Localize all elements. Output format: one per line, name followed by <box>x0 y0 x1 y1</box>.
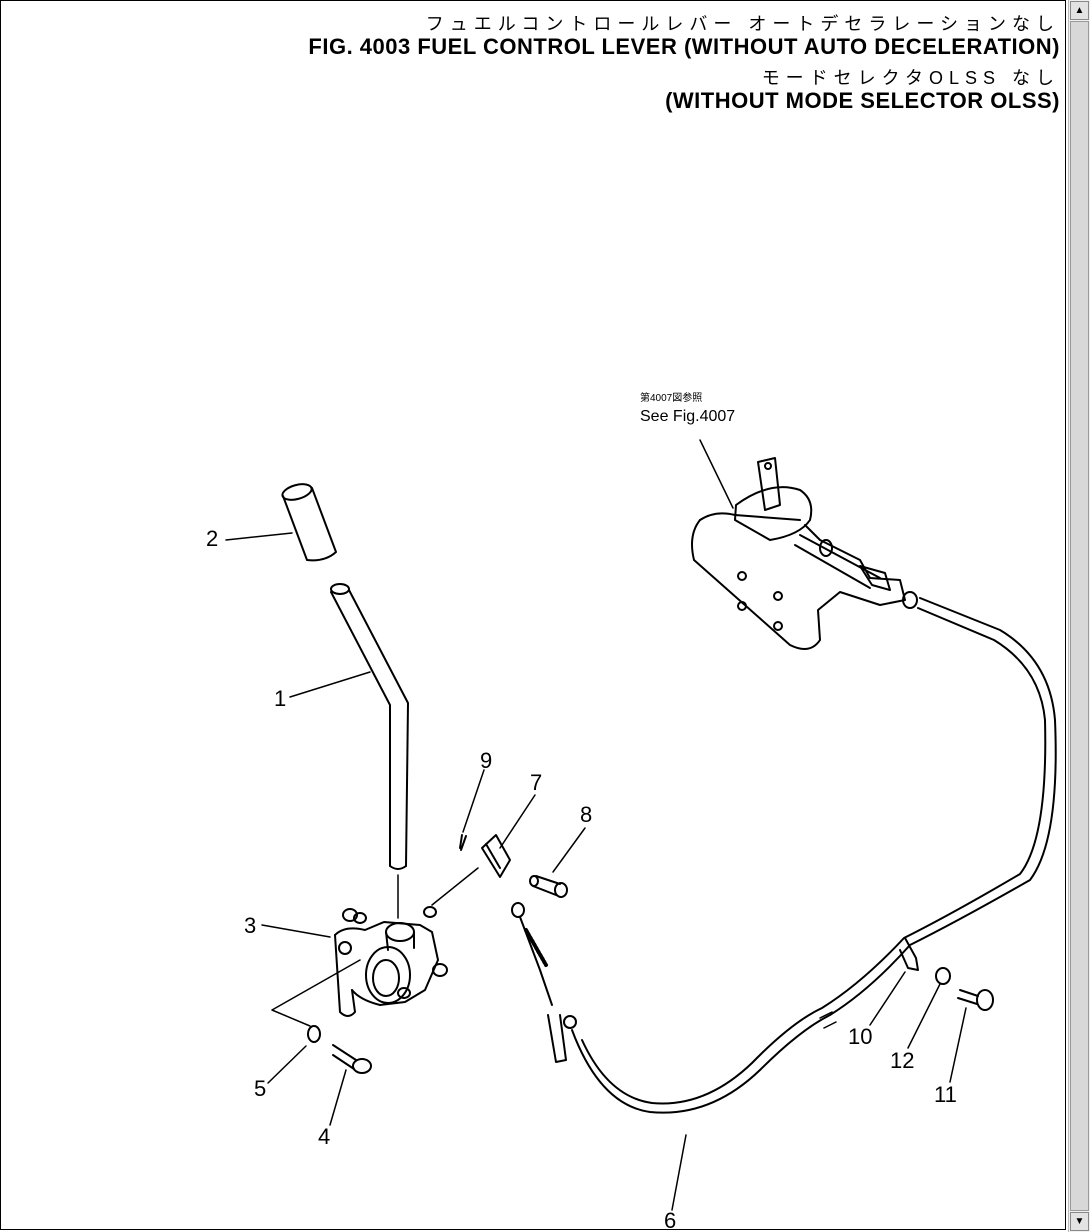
part-clamp <box>899 937 919 971</box>
part-lever <box>330 583 409 919</box>
callout-11: 11 <box>934 1082 957 1107</box>
part-cable-rod-end <box>511 902 577 1063</box>
part-bracket <box>334 906 448 1017</box>
part-clevis <box>481 834 511 878</box>
callout-3: 3 <box>244 913 256 938</box>
diagram-frame <box>0 0 1066 1230</box>
callout-12: 12 <box>890 1048 914 1073</box>
scroll-down-arrow-icon[interactable]: ▼ <box>1070 1212 1089 1231</box>
scroll-up-arrow-icon[interactable]: ▲ <box>1070 1 1089 20</box>
title-english-line2: (WITHOUT MODE SELECTOR OLSS) <box>665 88 1060 113</box>
parts-diagram: 2 1 3 5 4 6 9 7 8 10 12 11 <box>206 439 1057 1232</box>
callout-4: 4 <box>318 1124 330 1149</box>
callout-6: 6 <box>664 1208 676 1232</box>
callout-1: 1 <box>274 686 286 711</box>
callout-5: 5 <box>254 1076 266 1101</box>
callout-8: 8 <box>580 802 592 827</box>
part-bolt <box>332 1044 372 1074</box>
title-japanese-line2: モードセレクタOLSS なし <box>761 68 1060 88</box>
part-control-cable <box>571 597 1057 1114</box>
part-fig4007-assembly <box>691 457 918 650</box>
part-cotter-pin <box>459 834 467 851</box>
part-bolt-11 <box>957 989 994 1011</box>
vertical-scrollbar[interactable]: ▲ ▼ <box>1068 0 1090 1232</box>
callout-7: 7 <box>530 770 542 795</box>
part-washer-12 <box>935 967 951 985</box>
part-pin <box>529 875 568 898</box>
title-english-line1: FIG. 4003 FUEL CONTROL LEVER (WITHOUT AU… <box>308 34 1060 59</box>
callout-10: 10 <box>848 1024 872 1049</box>
part-grip <box>281 483 337 562</box>
see-figure-reference: 第4007図参照 See Fig.4007 <box>640 390 735 426</box>
leader-lines <box>225 439 967 1211</box>
title-japanese-line1: フュエルコントロールレバー オートデセラレーションなし <box>425 14 1060 34</box>
scrollbar-thumb[interactable] <box>1070 21 1089 1211</box>
callout-9: 9 <box>480 748 492 773</box>
callout-2: 2 <box>206 526 218 551</box>
part-washer <box>307 1025 321 1043</box>
see-figure-en: See Fig.4007 <box>640 408 736 425</box>
see-figure-jp: 第4007図参照 <box>640 393 703 404</box>
